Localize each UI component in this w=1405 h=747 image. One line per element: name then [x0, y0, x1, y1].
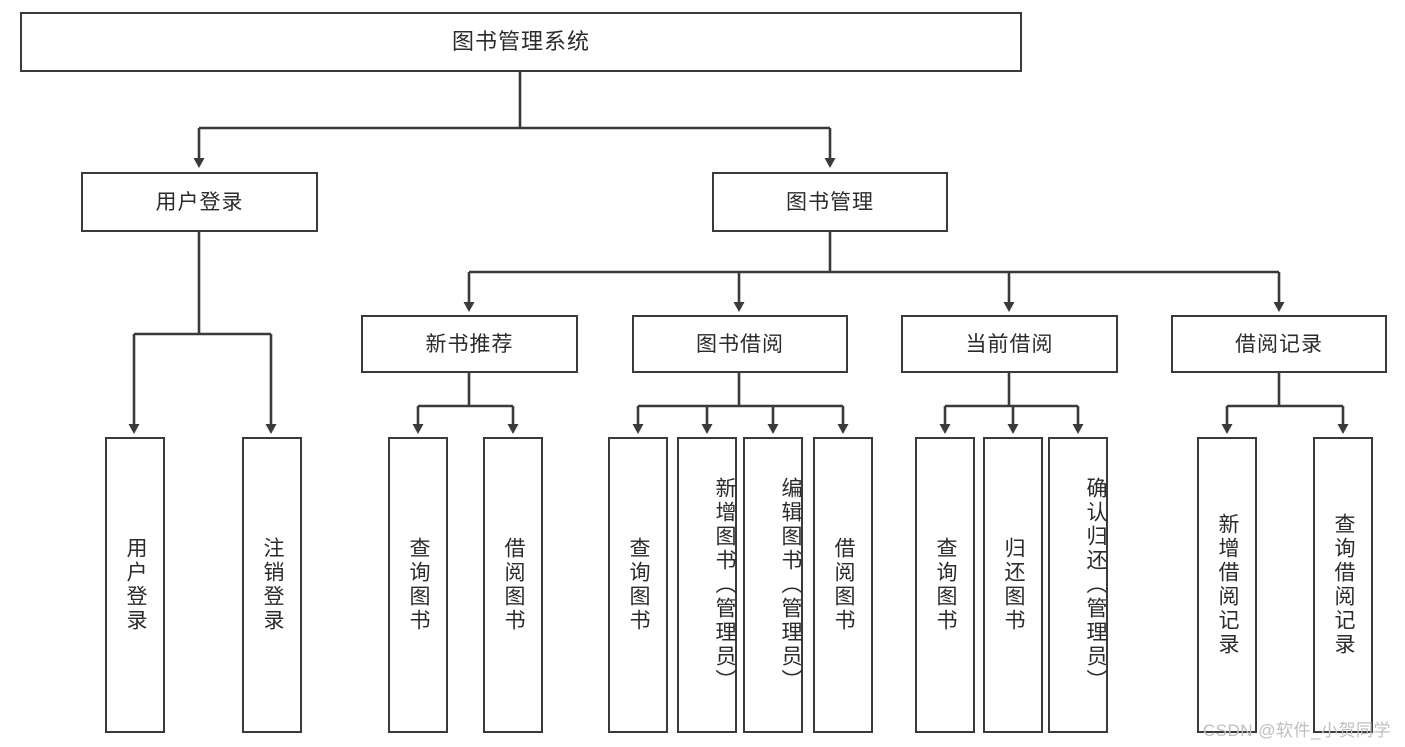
- leaf-query-borrow-record[interactable]: 查询借阅记录: [1313, 437, 1373, 733]
- leaf-borrow-book[interactable]: 借阅图书: [813, 437, 873, 733]
- leaf-add-book-admin[interactable]: 新增图书（管理员）: [677, 437, 737, 733]
- leaf-label: 查询图书: [934, 537, 958, 633]
- leaf-user-login[interactable]: 用户登录: [105, 437, 165, 733]
- leaf-label: 注销登录: [261, 537, 285, 633]
- leaf-label: 查询借阅记录: [1332, 513, 1356, 657]
- leaf-label: 借阅图书: [832, 537, 856, 633]
- node-user-login[interactable]: 用户登录: [81, 172, 318, 232]
- node-borrow-record[interactable]: 借阅记录: [1171, 315, 1387, 373]
- leaf-label: 查询图书: [627, 537, 651, 633]
- leaf-label: 编辑图书（管理员）: [779, 477, 802, 693]
- node-root-system[interactable]: 图书管理系统: [20, 12, 1022, 72]
- node-new-book-recommend[interactable]: 新书推荐: [361, 315, 578, 373]
- leaf-add-borrow-record[interactable]: 新增借阅记录: [1197, 437, 1257, 733]
- leaf-logout-login[interactable]: 注销登录: [242, 437, 302, 733]
- leaf-edit-book-admin[interactable]: 编辑图书（管理员）: [743, 437, 803, 733]
- leaf-query-book-newbook[interactable]: 查询图书: [388, 437, 448, 733]
- leaf-label: 归还图书: [1002, 537, 1026, 633]
- leaf-return-book[interactable]: 归还图书: [983, 437, 1043, 733]
- leaf-label: 用户登录: [124, 537, 148, 633]
- leaf-confirm-return-admin[interactable]: 确认归还（管理员）: [1048, 437, 1108, 733]
- leaf-label: 查询图书: [407, 537, 431, 633]
- leaf-label: 新增图书（管理员）: [713, 477, 736, 693]
- leaf-label: 借阅图书: [502, 537, 526, 633]
- node-book-management[interactable]: 图书管理: [712, 172, 948, 232]
- node-current-borrow[interactable]: 当前借阅: [901, 315, 1118, 373]
- leaf-query-book-borrow[interactable]: 查询图书: [608, 437, 668, 733]
- leaf-borrow-book-newbook[interactable]: 借阅图书: [483, 437, 543, 733]
- leaf-query-book-current[interactable]: 查询图书: [915, 437, 975, 733]
- node-book-borrow[interactable]: 图书借阅: [632, 315, 848, 373]
- leaf-label: 确认归还（管理员）: [1084, 477, 1107, 693]
- csdn-watermark: CSDN @软件_小贺同学: [1202, 721, 1391, 740]
- leaf-label: 新增借阅记录: [1216, 513, 1240, 657]
